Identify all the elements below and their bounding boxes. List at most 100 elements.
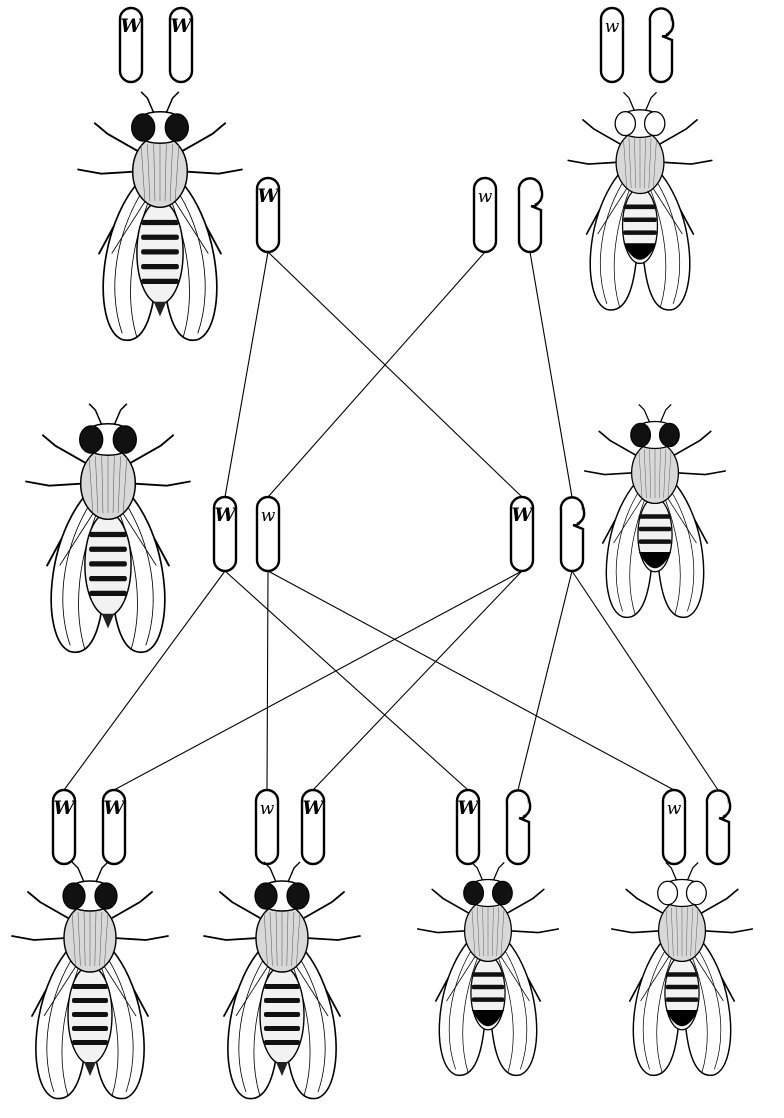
allele-label: w	[667, 799, 682, 819]
gamete-chromosome-3: Y	[519, 178, 542, 252]
abdomen-band	[472, 972, 504, 977]
parent-1-chromosome-1: W	[120, 8, 143, 82]
abdomen-band	[264, 1026, 300, 1031]
y-chromosome	[561, 497, 583, 571]
fly-leg	[704, 929, 753, 933]
abdomen-band	[89, 547, 127, 552]
f2-4-chromosome-2: Y	[707, 790, 730, 864]
abdomen-band	[666, 985, 698, 990]
abdomen-band	[623, 217, 656, 222]
inheritance-line	[313, 571, 522, 790]
fly-leg	[43, 435, 85, 462]
fly-eye-left	[631, 423, 651, 446]
f2-fly-1-female	[12, 862, 168, 1099]
fly-layer	[12, 92, 752, 1099]
fly-leg	[12, 936, 66, 940]
fly-antenna	[623, 92, 634, 110]
abdomen-band	[141, 279, 179, 284]
f2-fly-2-female	[204, 862, 360, 1099]
fly-leg	[220, 892, 260, 918]
fly-leg	[131, 435, 173, 462]
inheritance-line	[225, 252, 268, 497]
abdomen-band	[89, 532, 127, 537]
fly-leg	[702, 889, 738, 912]
abdomen-band	[623, 205, 656, 210]
fly-antenna	[472, 862, 483, 880]
abdomen-tip	[154, 302, 167, 317]
parent-2-chromosome-1: w	[601, 8, 623, 82]
inheritance-line	[530, 252, 572, 497]
f2-fly-3-male	[418, 862, 558, 1075]
fly-antenna	[89, 404, 102, 425]
allele-label: w	[261, 506, 276, 526]
fly-eye-left	[80, 426, 103, 453]
fly-eye-left	[658, 881, 678, 904]
inheritance-line	[268, 252, 485, 497]
abdomen-band	[141, 235, 179, 240]
parent-fly-male	[568, 92, 712, 310]
abdomen-band	[472, 997, 504, 1002]
fly-leg	[26, 482, 83, 486]
fly-leg	[660, 120, 697, 144]
fly-eye-right	[645, 112, 665, 136]
parent-1-chromosome-2: W	[170, 8, 193, 82]
fly-leg	[626, 889, 662, 912]
f2-1-chromosome-2: W	[103, 790, 126, 864]
fly-eye-right	[113, 426, 136, 453]
abdomen-band	[89, 591, 127, 596]
fly-leg	[28, 892, 68, 918]
fly-leg	[204, 936, 258, 940]
fly-leg	[133, 482, 190, 486]
y-chromosome	[650, 8, 672, 82]
allele-label: W	[53, 797, 76, 819]
allele-label: W	[511, 504, 534, 526]
fly-leg	[78, 170, 135, 174]
fly-antenna	[96, 862, 108, 882]
fly-antenna	[660, 404, 671, 422]
allele-label: W	[170, 15, 193, 37]
abdomen-band	[89, 561, 127, 566]
fly-leg	[675, 431, 711, 454]
fly-eye-left	[464, 881, 484, 904]
f2-2-chromosome-2: W	[302, 790, 325, 864]
f2-3-chromosome-2: Y	[507, 790, 530, 864]
f1-2-chromosome-2: Y	[561, 497, 584, 571]
gamete-chromosome-1: W	[257, 178, 280, 252]
fly-antenna	[141, 92, 154, 113]
fly-leg	[183, 123, 225, 150]
fly-antenna	[639, 404, 650, 422]
fly-eye-right	[493, 881, 513, 904]
fly-eye-left	[615, 112, 635, 136]
f2-2-chromosome-1: w	[256, 790, 278, 864]
allele-label: W	[103, 797, 126, 819]
abdomen-band	[666, 997, 698, 1002]
fly-leg	[585, 471, 634, 475]
fly-leg	[432, 889, 468, 912]
abdomen-band	[623, 230, 656, 235]
abdomen-tip	[84, 1062, 96, 1076]
y-chromosome	[519, 178, 541, 252]
abdomen-band	[472, 985, 504, 990]
fly-leg	[185, 170, 242, 174]
abdomen-band	[89, 576, 127, 581]
allele-label: W	[214, 504, 237, 526]
abdomen-band	[639, 514, 671, 519]
y-chromosome	[507, 790, 529, 864]
f1-fly-female	[26, 404, 190, 652]
inheritance-line	[268, 252, 522, 497]
fly-leg	[599, 431, 635, 454]
fly-leg	[583, 120, 620, 144]
abdomen-band	[72, 998, 108, 1003]
abdomen-band	[639, 527, 671, 532]
f2-1-chromosome-1: W	[53, 790, 76, 864]
fly-eye-right	[165, 114, 188, 141]
inheritance-line	[267, 571, 268, 790]
abdomen-band	[141, 264, 179, 269]
y-chromosome	[707, 790, 729, 864]
fly-leg	[568, 160, 618, 164]
abdomen-band	[264, 984, 300, 989]
fly-leg	[612, 929, 661, 933]
allele-label: W	[120, 15, 143, 37]
inheritance-line	[225, 571, 468, 790]
